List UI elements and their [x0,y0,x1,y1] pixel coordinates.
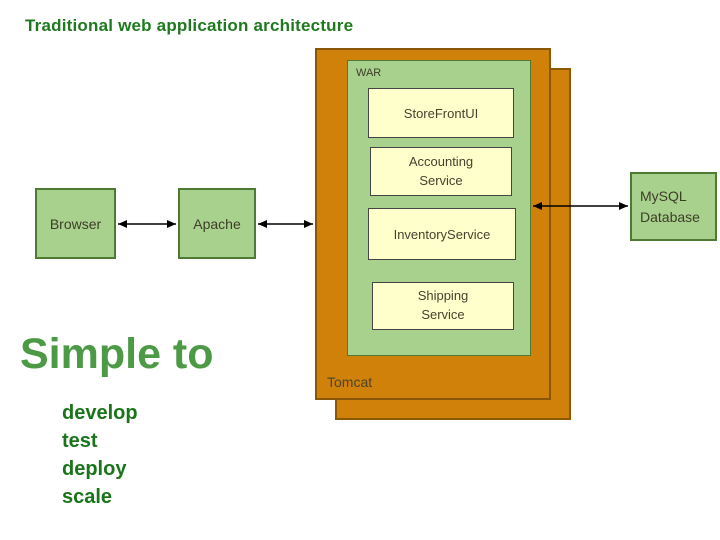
storefrontui-label: StoreFrontUI [403,105,479,121]
browser-label: Browser [49,215,102,232]
caption-item-test: test [62,430,98,452]
caption-heading: Simple to [20,330,214,378]
shipping-service-node: Shipping Service [372,282,514,330]
slide-title: Traditional web application architecture [25,16,354,35]
tomcat-label: Tomcat [327,374,373,390]
inventory-service-node: InventoryService [368,208,516,260]
mysql-database-label: MySQL Database [640,188,700,225]
mysql-database-node: MySQL Database [630,172,717,241]
apache-node: Apache [178,188,256,259]
caption-item-develop: develop [62,402,138,424]
browser-node: Browser [35,188,116,259]
caption-item-scale: scale [62,486,113,508]
inventory-service-label: InventoryService [393,226,491,242]
accounting-service-label: Accounting Service [408,153,474,188]
caption-item-deploy: deploy [62,458,127,480]
caption-list: develop test deploy scale [62,399,138,511]
shipping-service-label: Shipping Service [417,288,469,322]
accounting-service-node: Accounting Service [370,147,512,196]
war-label: WAR [356,67,382,79]
apache-label: Apache [193,215,241,232]
storefrontui-node: StoreFrontUI [368,88,514,138]
